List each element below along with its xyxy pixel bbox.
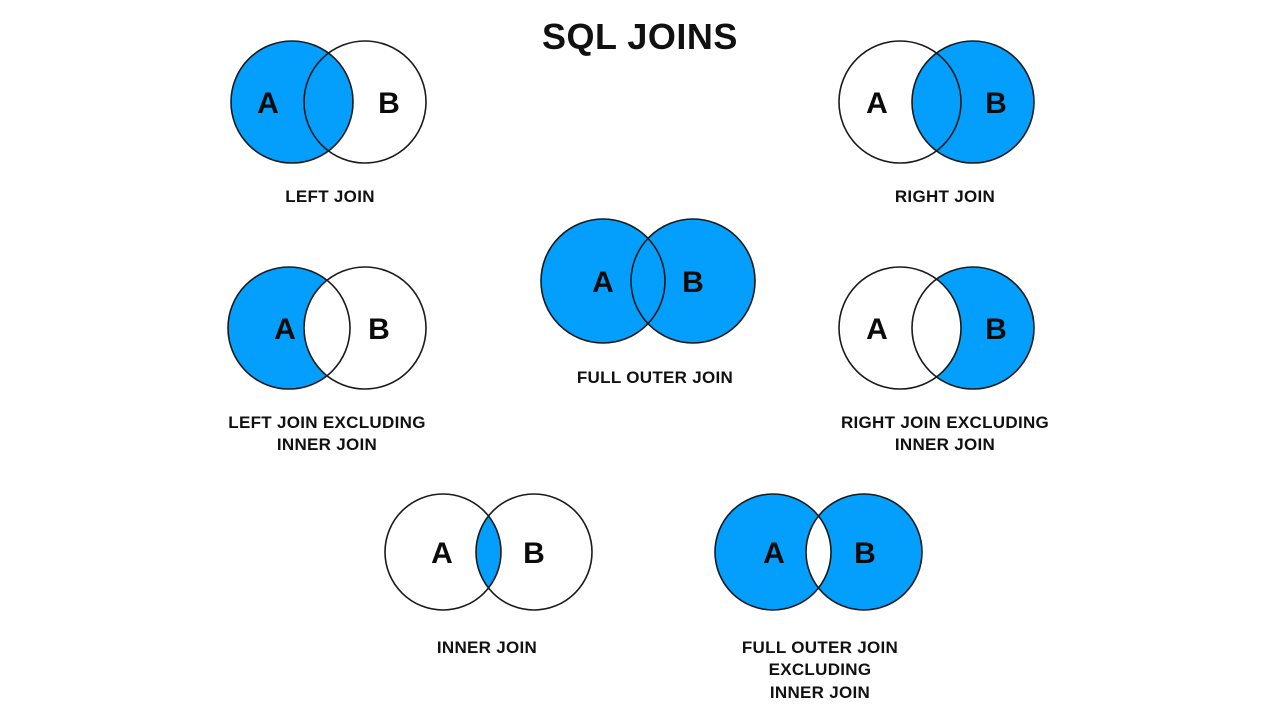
region-b-only	[631, 219, 755, 343]
region-a-only	[385, 494, 501, 610]
circle-b-outline	[303, 40, 427, 164]
venn-diagram-right-join-excluding-inner-join: A B RIGHT JOIN EXCLUDING INNER JOIN	[815, 256, 1075, 457]
caption-right-join: RIGHT JOIN	[894, 187, 996, 206]
region-b-only	[806, 494, 922, 610]
set-a-label: A	[866, 313, 888, 346]
set-a-label: A	[763, 537, 785, 570]
set-a-label: A	[274, 313, 296, 346]
caption-full-outer-join: FULL OUTER JOIN	[576, 368, 734, 387]
circle-b-outline	[303, 266, 427, 390]
caption-right-join-excluding-inner-join: RIGHT JOIN EXCLUDING INNER JOIN	[840, 413, 1050, 455]
region-intersection	[912, 41, 961, 163]
region-intersection	[304, 267, 350, 389]
region-a-only	[541, 219, 665, 343]
caption-left-join-excluding-inner-join: LEFT JOIN EXCLUDING INNER JOIN	[228, 413, 426, 455]
circle-b-outline	[911, 266, 1035, 390]
circle-a-outline	[540, 218, 666, 344]
venn-svg-left-join: A B	[230, 40, 427, 164]
circle-a-outline	[227, 266, 351, 390]
circle-b-outline	[475, 493, 593, 611]
circle-a-outline	[384, 493, 502, 611]
venn-svg-full-outer-join: A B	[540, 218, 756, 344]
set-a-label: A	[257, 87, 279, 120]
circle-b-outline	[805, 493, 923, 611]
venn-diagram-full-outer-join: A B FULL OUTER JOIN	[525, 211, 785, 389]
region-a-only	[715, 494, 831, 610]
region-intersection	[304, 41, 353, 163]
circle-b-outline	[911, 40, 1035, 164]
circle-a-outline	[230, 40, 354, 164]
set-b-label: B	[985, 87, 1007, 120]
venn-svg-full-outer-join-excluding-inner-join: A B	[714, 493, 923, 611]
set-b-label: B	[985, 313, 1007, 346]
caption-full-outer-join-excluding-inner-join: FULL OUTER JOIN EXCLUDING INNER JOIN	[741, 638, 899, 702]
set-b-label: B	[368, 313, 390, 346]
venn-svg-inner-join: A B	[384, 493, 593, 611]
region-intersection	[912, 267, 961, 389]
venn-svg-left-join-excluding-inner-join: A B	[227, 266, 427, 390]
venn-svg-right-join: A B	[838, 40, 1035, 164]
set-a-label: A	[431, 537, 453, 570]
circle-a-outline	[714, 493, 832, 611]
venn-diagram-right-join: A B RIGHT JOIN	[815, 30, 1075, 208]
venn-diagram-left-join: A B LEFT JOIN	[200, 30, 460, 208]
set-b-label: B	[682, 266, 704, 299]
region-b-only	[476, 494, 592, 610]
set-b-label: B	[523, 537, 545, 570]
caption-inner-join: INNER JOIN	[436, 638, 538, 657]
circle-a-outline	[838, 40, 962, 164]
venn-svg-right-join-excluding-inner-join: A B	[838, 266, 1035, 390]
circle-b-outline	[630, 218, 756, 344]
caption-left-join: LEFT JOIN	[285, 187, 375, 206]
circle-a-outline	[838, 266, 962, 390]
venn-diagram-left-join-excluding-inner-join: A B LEFT JOIN EXCLUDING INNER JOIN	[197, 256, 457, 457]
set-a-label: A	[866, 87, 888, 120]
set-b-label: B	[854, 537, 876, 570]
venn-diagram-full-outer-join-excluding-inner-join: A B FULL OUTER JOIN EXCLUDING INNER JOIN	[690, 481, 950, 704]
page-title: SQL JOINS	[542, 16, 738, 57]
set-b-label: B	[378, 87, 400, 120]
venn-diagram-inner-join: A B INNER JOIN	[357, 481, 617, 659]
set-a-label: A	[592, 266, 614, 299]
